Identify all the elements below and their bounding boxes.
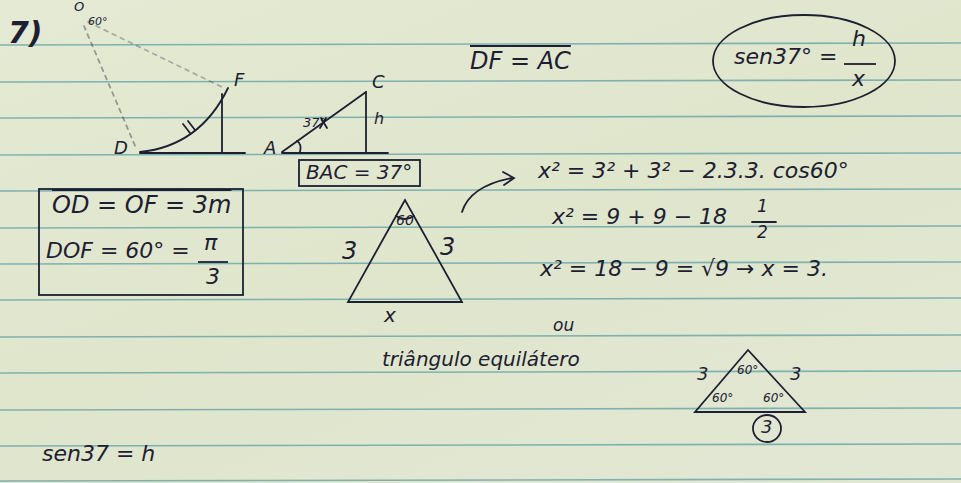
handwritten-text: 60 bbox=[396, 212, 414, 228]
isosceles-triangle bbox=[348, 200, 462, 302]
handwritten-text: h bbox=[852, 26, 866, 51]
handwritten-text: π bbox=[204, 230, 217, 255]
handwritten-text: sen37 = h bbox=[42, 441, 155, 466]
handwritten-text: x² = 9 + 9 − 18 bbox=[552, 204, 727, 229]
handwritten-text: DOF = 60° = bbox=[46, 238, 190, 263]
handwritten-text: x² = 3² + 3² − 2.3.3. cos60° bbox=[538, 158, 849, 183]
circled-note: sen37° = hx bbox=[712, 14, 896, 108]
radius-line bbox=[84, 26, 136, 148]
radius-line bbox=[88, 22, 224, 88]
base-line bbox=[282, 152, 388, 154]
handwritten-text: 3 bbox=[440, 234, 455, 262]
base-line bbox=[140, 152, 245, 154]
arrow-head bbox=[503, 172, 514, 185]
fraction-bar bbox=[844, 63, 876, 65]
fraction-bar bbox=[198, 261, 228, 263]
arc-df bbox=[140, 88, 228, 152]
curved-arrow bbox=[462, 178, 512, 212]
handwritten-text: 1 bbox=[757, 197, 768, 217]
handwritten-text: sen37° = bbox=[734, 44, 837, 69]
handwritten-text: D bbox=[114, 138, 128, 159]
handwritten-text: 60° bbox=[763, 392, 784, 406]
hypotenuse bbox=[282, 92, 366, 152]
handwritten-text: 3 bbox=[761, 417, 772, 438]
handwritten-text: 3 bbox=[697, 364, 708, 385]
handwritten-text: x bbox=[852, 66, 865, 91]
handwritten-text: C bbox=[372, 72, 385, 93]
handwritten-text: h bbox=[374, 110, 384, 128]
handwritten-text: 3 bbox=[342, 238, 357, 266]
handwritten-text: 60° bbox=[712, 392, 733, 406]
height-line bbox=[221, 94, 223, 153]
handwritten-text: ou bbox=[553, 316, 574, 336]
handwritten-text: 60° bbox=[88, 16, 108, 29]
handwritten-text: 7) bbox=[8, 16, 43, 51]
handwritten-text: x² = 18 − 9 = √9 → x = 3. bbox=[540, 256, 828, 281]
tick-mark bbox=[188, 121, 195, 130]
handwritten-text: BAC = 37° bbox=[306, 161, 412, 184]
handwritten-text: 3 bbox=[790, 364, 801, 385]
handwritten-text: O bbox=[74, 0, 84, 15]
circled-note: 3 bbox=[752, 414, 782, 443]
handwritten-text: F bbox=[234, 70, 244, 91]
handwritten-text: 2 bbox=[757, 223, 768, 243]
handwritten-text: DF = AC bbox=[470, 48, 571, 76]
handwritten-text: 3 bbox=[206, 264, 220, 289]
handwritten-text: 37° bbox=[303, 116, 326, 131]
angle-arc bbox=[297, 141, 301, 152]
handwritten-text: triângulo equilátero bbox=[382, 348, 580, 371]
handwritten-text: A bbox=[264, 138, 276, 159]
boxed-note: OD = OF = 3m DOF = 60° = π 3 bbox=[38, 188, 244, 296]
handwritten-text: x bbox=[384, 304, 396, 327]
boxed-note: BAC = 37° bbox=[298, 159, 421, 187]
tick-mark bbox=[183, 124, 190, 133]
equilateral-triangle bbox=[695, 350, 805, 412]
handwritten-text: OD = OF = 3m bbox=[52, 192, 231, 220]
height-line bbox=[365, 92, 367, 153]
handwritten-text: 60° bbox=[737, 364, 758, 378]
